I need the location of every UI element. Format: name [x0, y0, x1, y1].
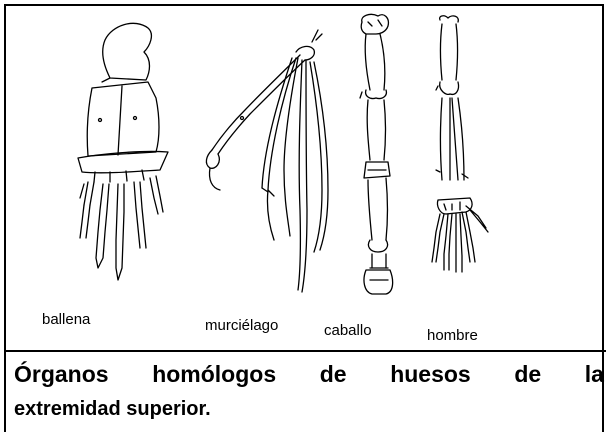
caption-line-2: extremidad superior. — [14, 398, 604, 421]
caption-word-1: Órganos — [14, 361, 109, 388]
label-murcielago: murciélago — [205, 317, 278, 334]
label-hombre: hombre — [427, 327, 478, 344]
caption-word-3: de — [320, 361, 347, 388]
label-ballena: ballena — [42, 311, 90, 328]
bat-wing-illustration — [206, 30, 328, 292]
caption-word-4: huesos — [390, 361, 471, 388]
caption-word-2: homólogos — [152, 361, 276, 388]
horse-leg-illustration — [360, 14, 393, 294]
caption-word-5: de — [514, 361, 541, 388]
caption-word-6: la — [585, 361, 604, 388]
human-arm-illustration — [432, 16, 488, 272]
whale-flipper-illustration — [78, 23, 168, 280]
caption-line-1: Órganos homólogos de huesos de la — [14, 361, 604, 388]
label-caballo: caballo — [324, 322, 372, 339]
